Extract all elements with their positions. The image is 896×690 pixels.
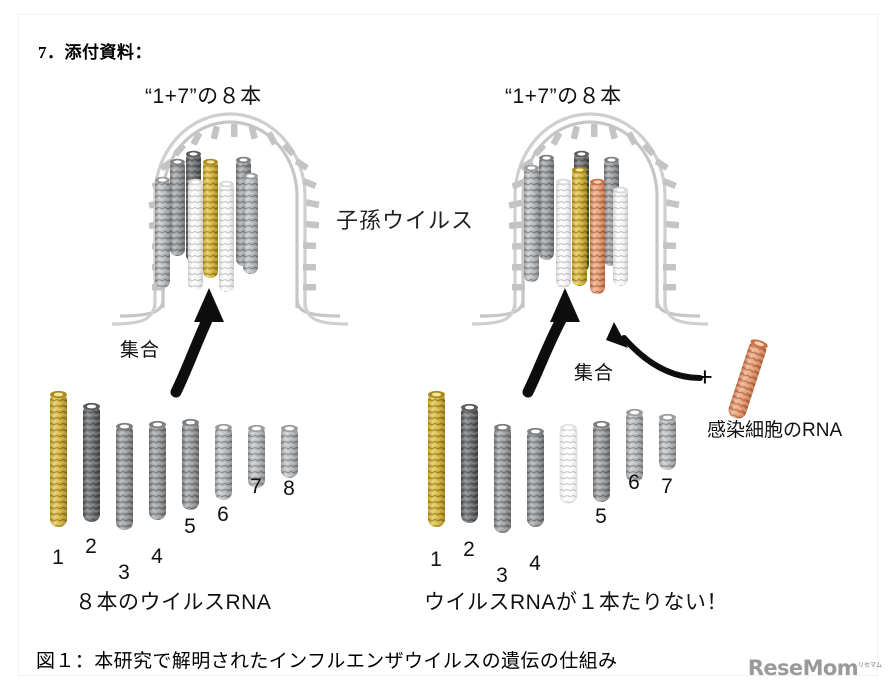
- virion-rod: [219, 180, 234, 292]
- virion-rod: [188, 178, 203, 290]
- right-virion-spikes: [508, 124, 680, 291]
- left-bottom-caption: ８本のウイルスRNA: [75, 591, 272, 614]
- segment-number: 5: [184, 515, 196, 538]
- left-assembly-label: 集合: [120, 340, 161, 361]
- right-virion: [471, 112, 709, 326]
- virion-rod: [574, 150, 589, 272]
- plus-sign: +: [697, 362, 713, 392]
- virion-rod: [243, 172, 258, 274]
- virion-rod: [170, 158, 185, 256]
- virion-rod: [604, 156, 619, 266]
- segment-1-gold: [428, 390, 445, 527]
- virion-rod: [556, 178, 571, 288]
- section-heading: 7．添付資料：: [38, 43, 152, 62]
- segment-number: 2: [85, 535, 97, 558]
- virion-rod: [236, 156, 251, 266]
- virion-rod: [155, 176, 170, 288]
- segment-1-gold: [50, 390, 67, 527]
- right-free-segments: [428, 390, 676, 533]
- right-bottom-caption: ウイルスRNAが１本たりない！: [424, 591, 728, 614]
- right-assembly-label: 集合: [574, 363, 615, 384]
- segment-number: 4: [529, 552, 541, 575]
- right-virion-segments: [524, 150, 628, 294]
- left-virion-spikes: [148, 124, 320, 291]
- segment-6: [215, 423, 232, 500]
- segment-number: 2: [463, 538, 475, 561]
- left-free-segments: [50, 390, 298, 530]
- left-virion-segments: [155, 150, 258, 292]
- cellular-rna-strand: [728, 339, 768, 419]
- right-panel-title: “1+7”の８本: [505, 85, 622, 108]
- watermark-text: ReseMom: [747, 656, 859, 680]
- virion-rod-gold: [203, 158, 218, 278]
- virion-rod-orange: [590, 178, 605, 294]
- segment-7: [659, 413, 676, 470]
- virion-rod: [186, 150, 201, 262]
- progeny-virus-label: 子孫ウイルス: [336, 208, 475, 233]
- segment-8: [281, 424, 298, 478]
- segment-number: 6: [628, 471, 640, 494]
- watermark-sup: リセマム: [857, 662, 882, 669]
- segment-number: 7: [250, 475, 262, 498]
- virion-rod: [613, 186, 628, 286]
- figure-caption: 図１：本研究で解明されたインフルエンザウイルスの遺伝の仕組み: [36, 651, 618, 672]
- left-virion: [111, 112, 349, 326]
- segment-number: 5: [595, 505, 607, 528]
- missing-segment-ghost: [559, 423, 578, 504]
- left-panel-title: “1+7”の８本: [145, 85, 262, 108]
- segment-3: [494, 423, 511, 533]
- segment-2: [83, 402, 100, 522]
- resemom-watermark: ReseMomリセマム: [748, 656, 882, 680]
- left-assembly-arrow: [170, 288, 224, 398]
- segment-5: [593, 420, 610, 502]
- segment-number: 3: [496, 564, 508, 587]
- segment-number: 3: [118, 561, 130, 584]
- segment-2: [461, 403, 478, 523]
- segment-number: 1: [430, 548, 442, 571]
- segment-number: 8: [283, 477, 295, 500]
- virion-rod-gold: [572, 166, 587, 286]
- segment-number: 1: [52, 546, 64, 569]
- segment-5: [182, 418, 199, 510]
- right-assembly-arrow: [522, 288, 580, 398]
- segment-4: [527, 427, 544, 527]
- segment-4: [149, 420, 166, 520]
- segment-number: 6: [217, 503, 229, 526]
- cell-rna-arrow: [606, 322, 703, 381]
- segment-number: 4: [151, 545, 163, 568]
- segment-number: 7: [661, 475, 673, 498]
- virion-rod: [539, 154, 554, 260]
- cell-rna-label: 感染細胞のRNA: [707, 420, 843, 441]
- virion-rod: [524, 164, 539, 282]
- segment-3: [116, 422, 133, 530]
